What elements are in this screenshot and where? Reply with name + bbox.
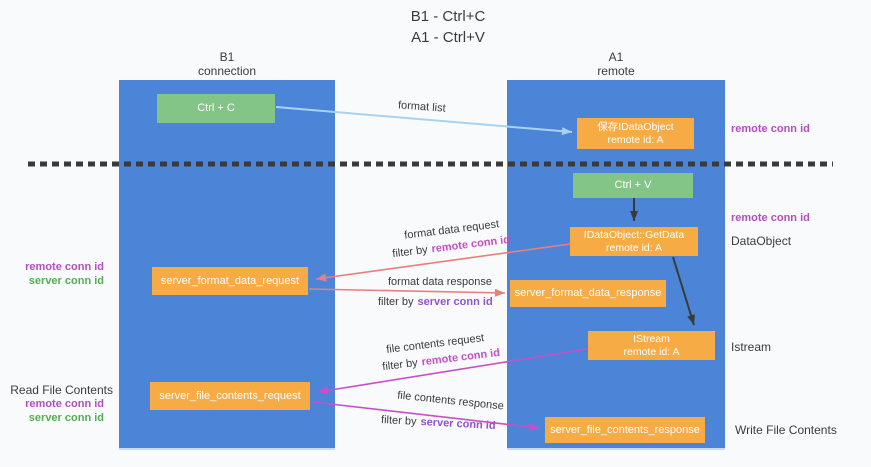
server-format-data-request-label: server_format_data_request [160,274,300,287]
save-idataobject-line2: remote id: A [607,133,664,146]
server-conn-id-text: server conn id [420,416,496,432]
format-list-label: format list [397,99,447,115]
read-file-contents-annotation: Read File Contents [10,383,113,397]
server-file-contents-response-box: server_file_contents_response [545,417,705,443]
save-idataobject-box: 保存IDataObject remote id: A [577,118,694,149]
server-conn-id-text: server conn id [417,296,493,308]
ctrl-v-label: Ctrl + V [614,179,652,191]
getdata-line1: IDataObject::GetData [583,228,685,241]
left-conn-id-annotation-group-top: remote conn id server conn id [0,260,104,288]
filter-by-text: filter by [380,414,417,428]
getdata-line2: remote id: A [605,241,663,254]
idataobject-getdata-box: IDataObject::GetData remote id: A [570,227,698,256]
title-line-1: B1 - Ctrl+C [410,8,486,25]
ctrl-v-box: Ctrl + V [573,173,693,198]
remote-conn-id-annotation-mid: remote conn id [731,212,810,224]
lane-b1-subtitle: connection [197,64,257,78]
diagram-title: B1 - Ctrl+C A1 - Ctrl+V [360,6,536,48]
lane-header-b1: B1 connection [119,50,335,78]
filter-by-text: filter by [391,243,429,261]
istream-line1: IStream [633,332,670,345]
write-file-contents-annotation: Write File Contents [735,423,837,437]
server-format-data-request-box: server_format_data_request [152,267,308,295]
istream-annotation: Istream [731,340,772,354]
lane-a1-name: A1 [608,50,624,64]
save-idataobject-line1: 保存IDataObject [597,120,674,133]
filter-by-text: filter by [378,296,414,308]
ctrl-c-label: Ctrl + C [197,102,235,114]
format-data-response-label: format data response [388,276,492,288]
format-data-response-arrow [308,288,506,297]
lane-b1-name: B1 [219,50,235,64]
server-conn-id-annotation-left: server conn id [28,275,104,287]
left-annotation-group-bottom: Read File Contents remote conn id server… [0,383,113,425]
ctrl-c-box: Ctrl + C [157,94,275,123]
server-file-contents-response-label: server_file_contents_response [550,423,700,436]
lane-header-a1: A1 remote [507,50,725,78]
server-format-data-response-box: server_format_data_response [510,280,666,307]
remote-conn-id-annotation-left-bottom: remote conn id [25,398,104,410]
server-file-contents-request-box: server_file_contents_request [150,382,310,410]
filter-by-text: filter by [381,356,419,374]
dataobject-annotation: DataObject [731,234,792,248]
remote-conn-id-annotation-top: remote conn id [731,123,810,135]
istream-box: IStream remote id: A [588,331,715,360]
server-format-data-response-label: server_format_data_response [514,287,662,299]
title-line-2: A1 - Ctrl+V [411,29,485,46]
file-contents-response-label: file contents response [396,389,505,413]
server-conn-id-annotation-left-bottom: server conn id [28,412,104,424]
remote-conn-id-annotation-left: remote conn id [25,261,104,273]
server-file-contents-request-label: server_file_contents_request [159,389,301,402]
lane-a1-subtitle: remote [597,64,635,78]
istream-line2: remote id: A [623,345,680,358]
